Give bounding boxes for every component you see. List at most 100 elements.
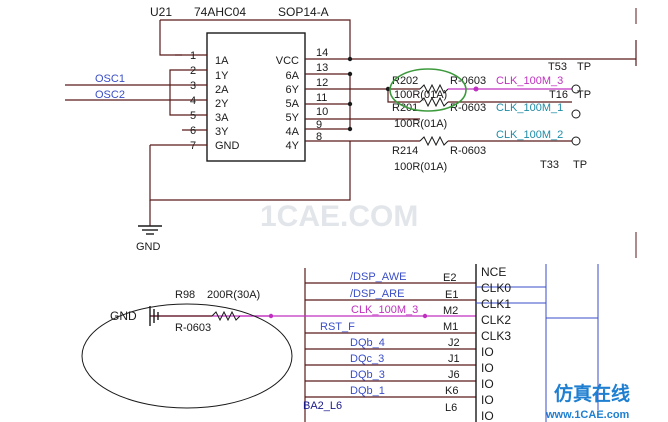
ic-package: SOP14-A [278, 5, 329, 19]
bga-pin-clk0: CLK0 [481, 281, 511, 295]
r202-ref: R202 [392, 75, 418, 87]
highlight-ellipse-black [81, 303, 293, 409]
pin-num-7: 7 [190, 140, 196, 152]
junction-dots [347, 56, 391, 132]
pin-num-5: 5 [190, 110, 196, 122]
r214-fp: R-0603 [450, 145, 486, 157]
bga-pin-io-2: IO [481, 361, 494, 375]
bga-pin-io-1: IO [481, 345, 494, 359]
tp-t33-type: TP [573, 159, 587, 171]
pin-num-9: 9 [316, 119, 322, 131]
r201-fp: R-0603 [450, 102, 486, 114]
pin-name-5Y: 5Y [286, 112, 300, 124]
r201-ref: R201 [392, 102, 418, 114]
tp-t33-ref: T33 [540, 159, 559, 171]
pin-name-VCC: VCC [276, 55, 299, 67]
pin-j2: J2 [448, 337, 460, 349]
r98-ref: R98 [175, 289, 195, 301]
pin-name-5A: 5A [286, 98, 300, 110]
pin-name-1A: 1A [215, 55, 229, 67]
sig-dsp-awe: /DSP_AWE [350, 271, 406, 283]
highlight-ellipse-green [389, 68, 467, 112]
pin-num-12: 12 [316, 77, 328, 89]
pin-name-1Y: 1Y [215, 70, 229, 82]
sig-clk-100m-3: CLK_100M_3 [351, 304, 418, 316]
pin-num-2: 2 [190, 65, 196, 77]
bottom-signal-wires [304, 268, 476, 422]
bga-pin-nce: NCE [481, 265, 506, 279]
pin-e2: E2 [443, 272, 456, 284]
r98-val: 200R(30A) [207, 289, 260, 301]
pin-num-10: 10 [316, 106, 328, 118]
clk-junction-dot [473, 86, 479, 92]
top-frame-wire-left [159, 20, 182, 56]
pin-num-8: 8 [316, 131, 322, 143]
clk-bottom-dot-2 [422, 313, 428, 319]
tp-t16-type: TP [577, 89, 591, 101]
bga-pin-io-3: IO [481, 377, 494, 391]
pin-e1: E1 [445, 289, 458, 301]
ic-left-pin-wires [65, 54, 207, 146]
pin-num-14: 14 [316, 47, 328, 59]
brand-cn-text: 仿真在线 [554, 382, 630, 405]
watermark-text: 1CAE.COM [260, 200, 418, 233]
net-label-osc1: OSC1 [95, 73, 125, 85]
pin-num-11: 11 [316, 92, 327, 104]
tp-t53-type: TP [577, 61, 591, 73]
bga-pin-clk1: CLK1 [481, 297, 511, 311]
pin-j1: J1 [448, 353, 460, 365]
gnd-label: GND [136, 241, 161, 253]
sig-dqb-4: DQb_4 [350, 337, 385, 349]
pin-num-1: 1 [190, 50, 196, 62]
sig-dsp-are: /DSP_ARE [350, 288, 404, 300]
r202-val: 100R(01A) [394, 89, 447, 101]
net-label-clk-100m-2: CLK_100M_2 [496, 129, 563, 141]
bga-pin-io-5: IO [481, 409, 494, 422]
ic-body [206, 32, 306, 162]
r201-feed [387, 89, 420, 103]
pin-m2: M2 [443, 305, 458, 317]
net-label-clk-100m-3: CLK_100M_3 [496, 75, 563, 87]
pin-num-4: 4 [190, 95, 196, 107]
tp-t53-ref: T53 [548, 61, 567, 73]
ic-part: 74AHC04 [194, 5, 246, 19]
ic-right-pin-wires [305, 58, 636, 142]
pin-name-2A: 2A [215, 84, 229, 96]
sig-dqc-3: DQc_3 [350, 353, 384, 365]
gnd-loop-wire [149, 141, 351, 201]
resistor-symbols [419, 83, 449, 147]
r201-val: 100R(01A) [394, 118, 447, 130]
tp-t16-ref: T16 [549, 89, 568, 101]
pin-name-6Y: 6Y [286, 84, 300, 96]
pin-name-4Y: 4Y [286, 140, 300, 152]
r214-val: 100R(01A) [394, 161, 447, 173]
bga-pin-clk2: CLK2 [481, 313, 511, 327]
pin-name-3A: 3A [215, 112, 229, 124]
ba2-l6-label: BA2_L6 [303, 400, 342, 412]
pin-name-2Y: 2Y [215, 98, 229, 110]
pin-k6: K6 [445, 385, 458, 397]
pin-name-6A: 6A [286, 70, 300, 82]
sig-dqb-1: DQb_1 [350, 385, 385, 397]
pin-num-13: 13 [316, 62, 328, 74]
pin-l6: L6 [445, 402, 457, 414]
r98-symbol [211, 310, 241, 322]
ic-refdes: U21 [150, 5, 172, 19]
testpoint-circles [571, 84, 581, 146]
r98-fp: R-0603 [175, 322, 211, 334]
gnd-symbol-bottom [149, 306, 159, 326]
pin-name-4A: 4A [286, 126, 300, 138]
bga-right-bus-lines [476, 264, 599, 422]
pin-m1: M1 [443, 321, 458, 333]
pin-num-6: 6 [190, 125, 196, 137]
r202-fp: R-0603 [450, 75, 486, 87]
bga-pin-io-4: IO [481, 393, 494, 407]
brand-url-text: www.1CAE.com [545, 409, 630, 421]
gnd-symbol [138, 225, 162, 235]
section-gap [0, 258, 668, 266]
pin-name-3Y: 3Y [215, 126, 229, 138]
sig-rst-f: RST_F [320, 321, 355, 333]
pin-num-3: 3 [190, 80, 196, 92]
pin-2-to-5-wire [169, 69, 182, 116]
